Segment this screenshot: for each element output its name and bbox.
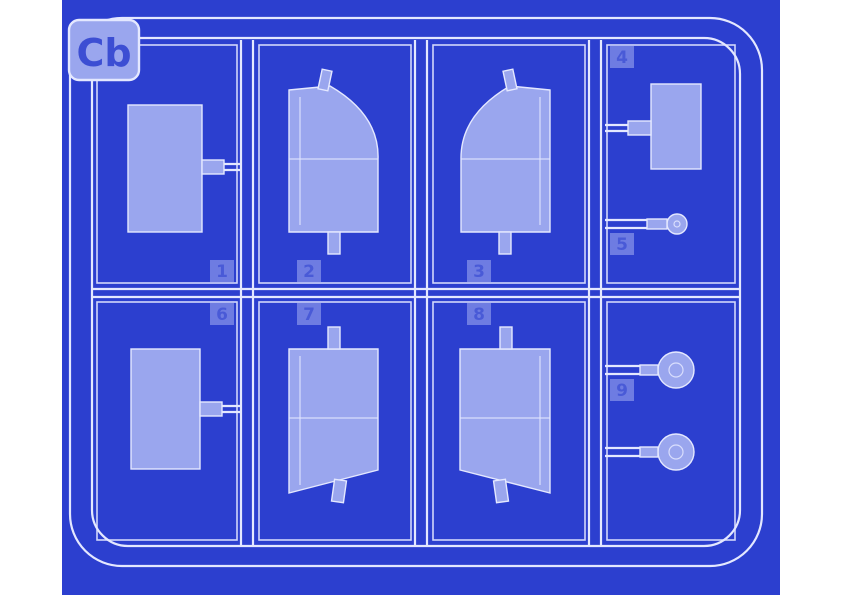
part-number-9: 9	[616, 381, 628, 401]
part-number-tag-5: 5	[610, 233, 634, 255]
part-number-4: 4	[616, 48, 628, 68]
part-number-tag-9: 9	[610, 379, 634, 401]
part-6	[130, 348, 241, 470]
part-number-tag-1: 1	[210, 260, 234, 282]
cb-logo-text: Cb	[76, 31, 131, 75]
cell-outlines	[96, 44, 736, 541]
sprue-frame	[68, 16, 764, 568]
part-5	[605, 213, 688, 235]
part-number-5: 5	[616, 235, 628, 255]
part-number-3: 3	[473, 262, 485, 282]
part-number-8: 8	[473, 305, 485, 325]
part-2	[288, 68, 379, 255]
part-number-tag-4: 4	[610, 46, 634, 68]
part-number-2: 2	[303, 262, 315, 282]
part-number-tag-2: 2	[297, 260, 321, 282]
part-number-1: 1	[216, 262, 228, 282]
part-number-tag-3: 3	[467, 260, 491, 282]
part-number-tag-8: 8	[467, 303, 491, 325]
cb-logo-badge: Cb	[67, 18, 141, 82]
part-number-7: 7	[303, 305, 315, 325]
part-9	[605, 351, 695, 471]
part-4	[605, 83, 702, 170]
part-8	[459, 326, 551, 504]
part-number-tag-7: 7	[297, 303, 321, 325]
part-7	[288, 326, 379, 504]
part-number-tag-6: 6	[210, 303, 234, 325]
part-3	[460, 68, 551, 255]
part-number-6: 6	[216, 305, 228, 325]
part-1	[127, 104, 241, 233]
runner-grid	[92, 40, 740, 545]
